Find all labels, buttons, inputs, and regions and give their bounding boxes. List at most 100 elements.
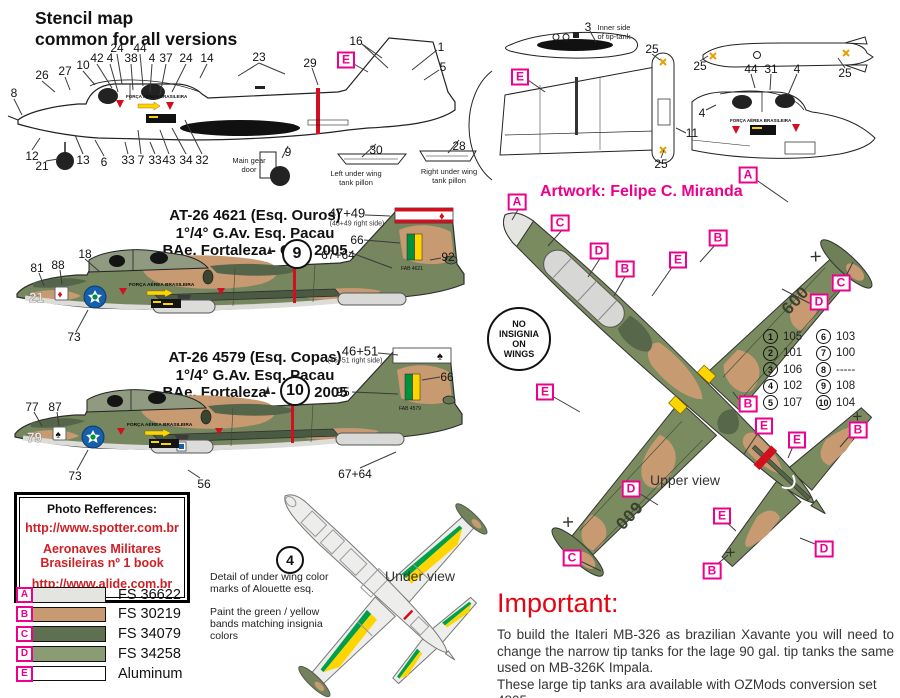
svg-text:FORÇA AÉREA BRASILEIRA: FORÇA AÉREA BRASILEIRA (730, 116, 792, 123)
color-swatch (28, 646, 106, 662)
color-marker-E: E (336, 51, 356, 69)
stencil-map-side-profile: FORÇA AÉREA BRASILEIRA (7, 37, 477, 186)
callout-number: 25 (693, 59, 707, 73)
stencil-value: 107 (783, 396, 803, 409)
stencil-value: 108 (836, 380, 856, 393)
profile2-tail-note: (45+51 right side) (327, 357, 383, 365)
callout-number: 12 (25, 149, 39, 163)
stencil-index-circle: 5 (763, 395, 778, 411)
profile1-tail-code: 47+49 (328, 205, 366, 221)
callout-number: 29 (303, 56, 317, 70)
svg-text:FORÇA AÉREA BRASILEIRA: FORÇA AÉREA BRASILEIRA (126, 92, 188, 99)
important-body2: These large tip tanks ara available with… (497, 676, 877, 698)
wing-top-view (468, 31, 675, 181)
color-marker-E: E (668, 251, 688, 269)
photo-references-title: Photo Refferences: (46, 502, 158, 516)
color-marker-C: C (562, 549, 582, 567)
stencil-value: 103 (836, 330, 856, 343)
color-letter-badge: C (16, 626, 33, 643)
callout-number: 4 (148, 51, 156, 65)
color-legend-row: B FS 30219 (16, 606, 182, 623)
callout-number: 37 (159, 51, 173, 65)
profile1-number-circle: 9 (282, 239, 312, 269)
under-view-drawing (284, 494, 488, 698)
color-marker-B: B (738, 395, 758, 413)
stencil-value: 106 (783, 363, 803, 376)
callout-number: 10 (76, 58, 90, 72)
callout-number: 6 (100, 155, 108, 169)
profile2-number-circle: 10 (280, 376, 310, 406)
upper-view-label: Upper view (650, 472, 721, 488)
stencil-index-circle: 3 (763, 362, 778, 378)
important-title: Important: (497, 588, 619, 618)
callout-number: 73 (68, 469, 82, 483)
svg-text:♠: ♠ (437, 351, 443, 363)
color-marker-E: E (510, 68, 530, 86)
color-marker-B: B (615, 260, 635, 278)
stencil-value: 102 (783, 380, 803, 393)
callout-number: 87 (48, 400, 62, 414)
callout-number: 14 (200, 51, 214, 65)
callout-number: 38 (124, 51, 138, 65)
callout-number: 43 (162, 153, 176, 167)
important-body1: To build the Italeri MB-326 as brazilian… (497, 627, 894, 675)
svg-text:21: 21 (29, 290, 45, 305)
color-code-label: FS 30219 (118, 606, 181, 623)
color-marker-C: C (550, 214, 570, 232)
stencil-value: 104 (836, 396, 856, 409)
callout-number: 33 (148, 153, 162, 167)
callout-number: 67+64 (321, 248, 355, 262)
callout-number: 24 (179, 51, 193, 65)
color-swatch (28, 665, 106, 682)
callout-number: 21 (35, 159, 49, 173)
color-marker-B: B (848, 421, 868, 439)
callout-number: 23 (252, 50, 266, 64)
color-letter-badge: B (16, 606, 33, 623)
color-marker-A: A (738, 166, 758, 184)
callout-number: 4 (106, 51, 114, 65)
photo-references-inner: Photo Refferences: http://www.spotter.co… (19, 497, 185, 598)
color-swatch (28, 587, 106, 603)
profile2-drawing: ♠ FAB 4579 ♠ 79 FORÇA AÉREA BRASILEIRA (14, 347, 463, 454)
stencil-value: 105 (783, 330, 803, 343)
svg-text:FAB 4621: FAB 4621 (401, 266, 423, 272)
photo-reference-book-line1: Aeronaves Militares (42, 541, 162, 556)
callout-number: 26 (35, 68, 49, 82)
stencil-index-circle: 9 (816, 378, 831, 394)
callout-number: 66 (440, 370, 454, 384)
stencil-index-circle: 10 (816, 395, 831, 411)
callout-number: 56 (197, 477, 211, 491)
color-marker-E: E (712, 507, 732, 525)
photo-reference-url[interactable]: http://www.spotter.com.br (25, 521, 179, 535)
callout-number: 28 (452, 139, 466, 153)
stencil-index-circle: 2 (763, 345, 778, 361)
callout-number: 67+64 (338, 467, 372, 481)
color-marker-E: E (535, 383, 555, 401)
callout-number: 88 (51, 258, 65, 272)
callout-number: 77 (25, 400, 39, 414)
color-marker-E: E (754, 417, 774, 435)
svg-text:♦: ♦ (439, 211, 445, 223)
color-code-label: FS 36622 (118, 586, 181, 603)
callout-number: 66 (350, 233, 364, 247)
svg-text:FORÇA AÉREA BRASILEIRA: FORÇA AÉREA BRASILEIRA (127, 420, 193, 428)
color-swatch (28, 626, 106, 642)
color-letter-badge: E (16, 665, 33, 682)
stencil-value: ----- (836, 363, 856, 376)
callout-number: 25 (838, 66, 852, 80)
color-marker-D: D (814, 540, 834, 558)
stencil-index-circle: 1 (763, 329, 778, 344)
callout-number: 8 (10, 86, 18, 100)
callout-number: 4 (793, 62, 801, 76)
callout-number: 16 (349, 34, 363, 48)
color-marker-E: E (787, 431, 807, 449)
callout-number: 18 (78, 247, 92, 261)
